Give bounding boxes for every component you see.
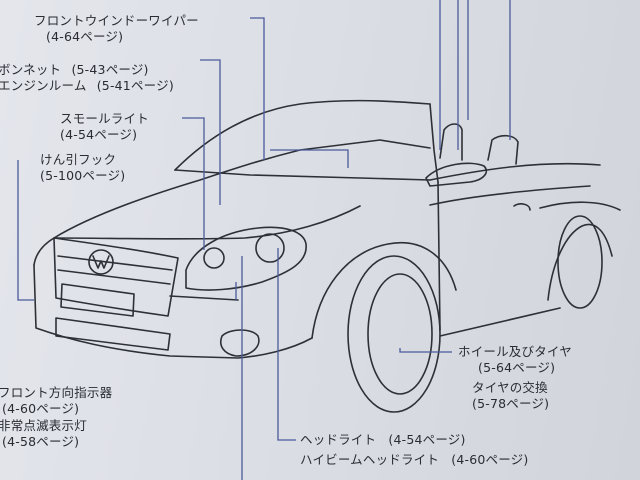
front-rim	[367, 273, 433, 395]
small-light-page: (4-54ページ)	[60, 127, 138, 142]
label-front-turn-signal: フロント方向指示器 (4-60ページ)	[0, 385, 112, 417]
small-light-name: スモールライト	[60, 111, 149, 126]
tire-change-page: (5-78ページ)	[472, 396, 550, 411]
grille-outline	[53, 237, 179, 317]
headlight-lens-2	[255, 233, 285, 263]
engine-room-page: (5-41ページ)	[96, 78, 174, 93]
door-line	[437, 181, 441, 331]
seat-2	[487, 134, 519, 165]
label-wheel-tire: ホイール及びタイヤ (5-64ページ)	[458, 344, 572, 376]
front-wheel-arch	[311, 242, 457, 339]
rear-tire	[557, 215, 603, 309]
windshield-lower	[174, 169, 431, 181]
grille-slat-2	[57, 269, 171, 285]
headlight-lens-1	[203, 247, 225, 269]
leader-tow-hook	[17, 160, 34, 301]
high-beam-page: (4-60ページ)	[451, 452, 529, 467]
leader-bonnet	[200, 59, 221, 205]
hood-crease	[53, 205, 361, 240]
license-plate	[60, 283, 135, 317]
grille-slat-1	[57, 255, 173, 271]
car-body-outline	[33, 139, 431, 266]
leader-headlight	[277, 248, 296, 441]
vw-badge-mark	[92, 255, 110, 269]
leader-wheel	[399, 348, 452, 353]
label-high-beam: ハイビームヘッドライト (4-60ページ)	[300, 452, 528, 468]
label-tire-change: タイヤの交換 (5-78ページ)	[472, 380, 549, 412]
leader-wiper	[250, 17, 349, 168]
high-beam-name: ハイビームヘッドライト	[300, 452, 440, 467]
tire-change-name: タイヤの交換	[472, 380, 548, 395]
bonnet-name: ボンネット	[0, 62, 62, 77]
bumper-lower	[33, 264, 313, 359]
label-headlight: ヘッドライト (4-54ページ)	[300, 432, 466, 448]
headlight-name: ヘッドライト	[300, 432, 377, 447]
windshield-frame	[174, 99, 431, 171]
engine-room-name: エンジンルーム	[0, 78, 87, 93]
label-tow-hook: けん引フック (5-100ページ)	[40, 152, 125, 184]
front-tire	[347, 255, 441, 413]
label-wiper: フロントウインドーワイパー (4-64ページ)	[34, 13, 199, 45]
door-handle	[513, 203, 531, 211]
wiper-page: (4-64ページ)	[46, 29, 124, 44]
wheel-tire-page: (5-64ページ)	[478, 360, 556, 375]
hazard-light-name: 非常点滅表示灯	[0, 418, 87, 433]
label-small-light: スモールライト (4-54ページ)	[60, 111, 149, 143]
front-turn-signal-page: (4-60ページ)	[2, 401, 80, 416]
side-crease	[429, 185, 591, 206]
wheel-tire-name: ホイール及びタイヤ	[458, 344, 572, 359]
leader-small-light	[182, 117, 205, 250]
label-engine-room: エンジンルーム (5-41ページ)	[0, 78, 174, 94]
side-sill	[439, 307, 561, 337]
door-top	[429, 162, 601, 181]
seat-1	[439, 123, 463, 161]
side-mirror	[425, 162, 488, 187]
headlight-page: (4-54ページ)	[388, 432, 466, 447]
wiper-name: フロントウインドーワイパー	[34, 13, 199, 28]
headlight-unit	[185, 226, 307, 291]
tow-hook-name: けん引フック	[40, 152, 117, 167]
fog-light	[220, 329, 260, 357]
rear-fender	[539, 201, 621, 211]
rear-wheel-arch	[547, 223, 613, 301]
a-pillar	[429, 103, 439, 183]
hazard-light-page: (4-58ページ)	[2, 434, 80, 449]
front-turn-signal-name: フロント方向指示器	[0, 385, 113, 400]
bumper-intake	[55, 317, 171, 351]
tow-hook-page: (5-100ページ)	[40, 168, 126, 183]
bonnet-page: (5-43ページ)	[71, 62, 149, 77]
label-bonnet: ボンネット (5-43ページ)	[0, 62, 149, 78]
vw-badge	[88, 249, 114, 275]
bumper-side-vent	[169, 295, 239, 301]
label-hazard-light: 非常点滅表示灯 (4-58ページ)	[0, 418, 87, 450]
